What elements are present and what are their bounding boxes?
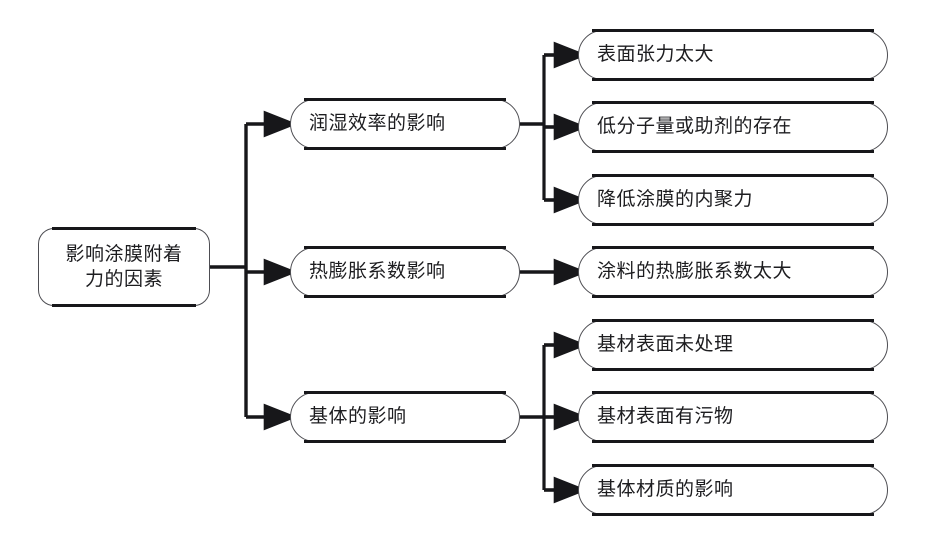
- edge-wetting-trunk: [520, 41, 588, 214]
- node-leaf-substrate-material[interactable]: 基体材质的影响: [578, 464, 888, 516]
- node-leaf-surface-tension-label: 表面张力太大: [597, 43, 715, 66]
- node-leaf-cohesion-label: 降低涂膜的内聚力: [597, 188, 754, 211]
- node-leaf-low-molecular[interactable]: 低分子量或助剂的存在: [578, 101, 888, 153]
- node-leaf-cohesion[interactable]: 降低涂膜的内聚力: [578, 174, 888, 226]
- node-branch-substrate[interactable]: 基体的影响: [290, 391, 520, 443]
- node-leaf-untreated-surface[interactable]: 基材表面未处理: [578, 319, 888, 371]
- node-root-label: 影响涂膜附着 力的因素: [65, 242, 183, 290]
- node-branch-wetting[interactable]: 润湿效率的影响: [290, 98, 520, 150]
- node-branch-thermal-expansion[interactable]: 热膨胀系数影响: [290, 246, 520, 298]
- node-branch-substrate-label: 基体的影响: [309, 405, 407, 428]
- node-leaf-substrate-material-label: 基体材质的影响: [597, 478, 734, 501]
- node-leaf-coating-cte-label: 涂料的热膨胀系数太大: [597, 260, 793, 283]
- node-leaf-surface-tension[interactable]: 表面张力太大: [578, 29, 888, 81]
- node-leaf-contaminated-surface[interactable]: 基材表面有污物: [578, 391, 888, 443]
- node-leaf-coating-cte[interactable]: 涂料的热膨胀系数太大: [578, 246, 888, 298]
- node-leaf-low-molecular-label: 低分子量或助剂的存在: [597, 115, 793, 138]
- node-branch-thermal-expansion-label: 热膨胀系数影响: [309, 260, 446, 283]
- edge-substrate-trunk: [520, 331, 588, 504]
- node-leaf-contaminated-surface-label: 基材表面有污物: [597, 405, 734, 428]
- node-root[interactable]: 影响涂膜附着 力的因素: [38, 227, 210, 307]
- node-leaf-untreated-surface-label: 基材表面未处理: [597, 333, 734, 356]
- node-branch-wetting-label: 润湿效率的影响: [309, 112, 446, 135]
